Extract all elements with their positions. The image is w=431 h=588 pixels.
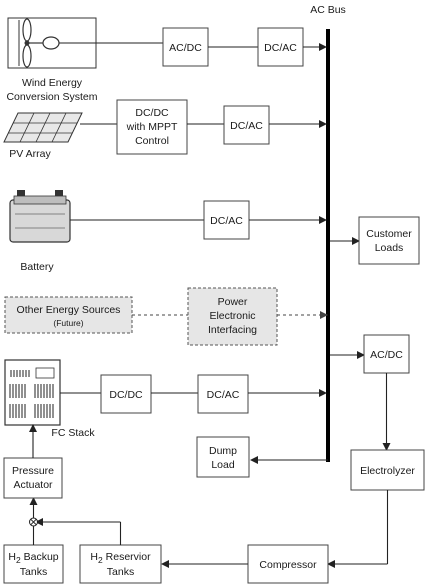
mixing-junction-icon [29,517,38,527]
pressure-actuator-line1: Pressure [12,465,54,477]
h2-reservoir-line1: H2 Reservior [90,551,151,565]
power-electronic-interfacing-box [187,287,278,346]
wind-label-line2: Conversion System [6,91,97,103]
battery-dcac-label: DC/AC [210,215,243,227]
pv-dcdc-line2: with MPPT [126,121,178,133]
wind-dcac-label: DC/AC [264,42,297,54]
fc-dcdc-box [100,374,152,414]
battery-icon [9,190,71,243]
wind-turbine-icon [7,17,97,69]
h2-backup-line1: H2 Backup [8,551,58,565]
other-energy-sources-line2: (Future) [53,318,83,328]
pv-dcdc-line1: DC/DC [135,107,169,119]
compressor-label: Compressor [259,559,317,571]
dump-load-line2: Load [211,459,235,471]
pv-array-label: PV Array [9,148,51,160]
pv-dcac-label: DC/AC [230,120,263,132]
right-acdc-label: AC/DC [370,349,403,361]
h2-backup-tanks-box [3,544,64,584]
electrolyzer-box [350,449,425,491]
h2-reservoir-tanks-box [79,544,162,584]
pei-line2: Electronic [209,310,255,322]
h2-backup-line2: Tanks [20,566,47,578]
fc-dcac-label: DC/AC [207,389,240,401]
pv-dcac-box [223,105,270,145]
fc-dcac-box [197,374,249,414]
battery-label: Battery [20,261,54,273]
pressure-actuator-line2: Actuator [13,479,53,491]
pv-array-icon [3,112,83,143]
pv-dcdc-mppt-box [116,99,188,155]
other-energy-sources-box [4,296,133,334]
electrolyzer-label: Electrolyzer [360,465,415,477]
wind-label-line1: Wind Energy [22,77,83,89]
customer-loads-line1: Customer [366,228,412,240]
pei-line1: Power [218,296,248,308]
dump-load-box [196,436,250,478]
pv-dcdc-line3: Control [135,135,169,147]
customer-loads-box [358,216,420,265]
fc-stack-label: FC Stack [51,427,95,439]
fc-stack-icon [4,359,61,426]
customer-loads-line2: Loads [375,242,404,254]
compressor-box [247,544,329,584]
ac-bus-label: AC Bus [310,4,346,16]
pressure-actuator-box [3,457,63,499]
other-energy-sources-line1: Other Energy Sources [17,304,121,316]
right-acdc-box [363,334,410,374]
dump-load-line1: Dump [209,445,237,457]
fc-dcdc-label: DC/DC [109,389,143,401]
wind-acdc-label: AC/DC [169,42,202,54]
h2-reservoir-line2: Tanks [107,566,134,578]
pei-line3: Interfacing [208,324,257,336]
